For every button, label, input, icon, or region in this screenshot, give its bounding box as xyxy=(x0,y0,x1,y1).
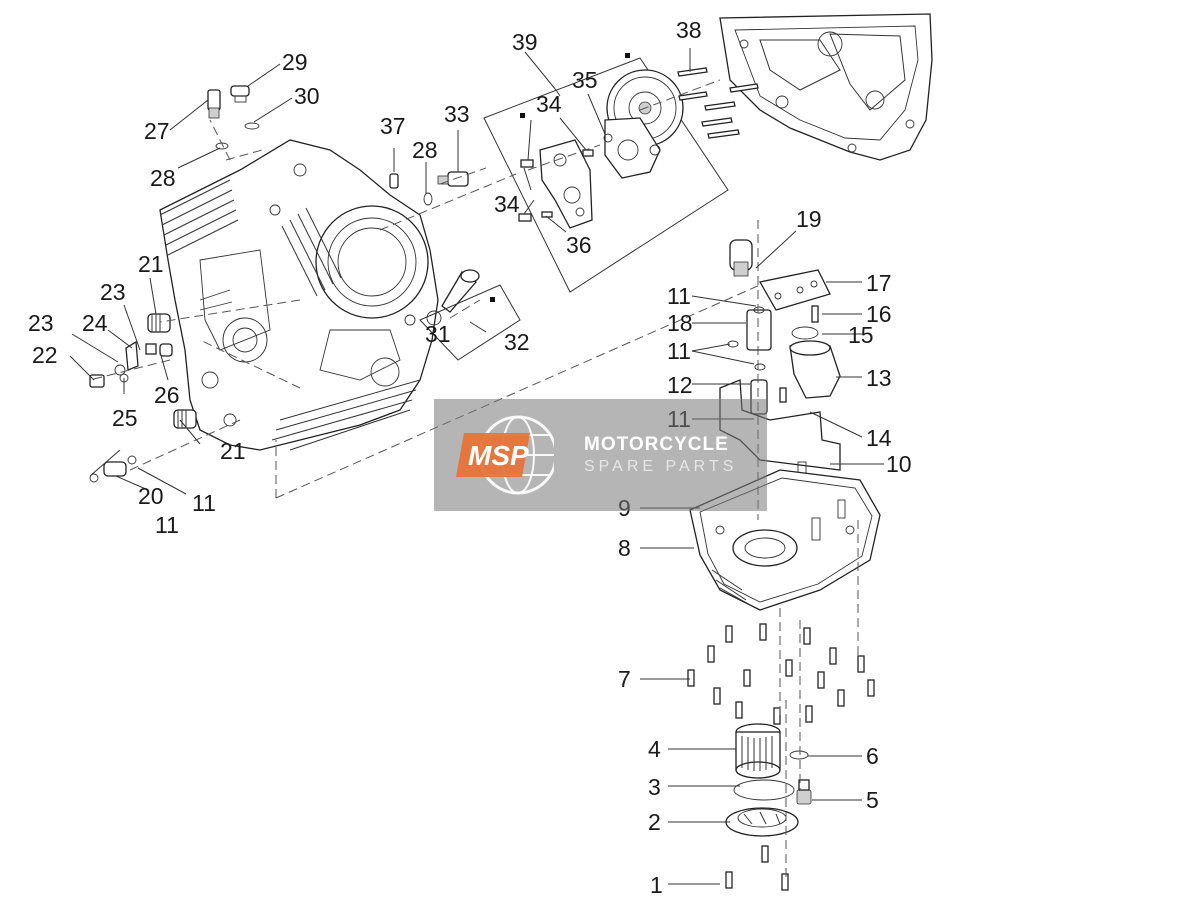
fitting-drawing xyxy=(147,313,171,333)
part-label-8: 8 xyxy=(618,535,631,561)
part-label-18: 18 xyxy=(667,310,693,336)
crankcase-drawing xyxy=(159,139,439,451)
part-label-39: 39 xyxy=(512,29,538,55)
part-label-13: 13 xyxy=(866,365,892,391)
part-label-11: 11 xyxy=(155,512,179,538)
drain-plug-drawing xyxy=(796,779,812,805)
logo-text: MSP xyxy=(468,440,529,471)
marker-square xyxy=(520,113,525,118)
part-label-23: 23 xyxy=(28,310,54,336)
oil-pump-cover-drawing xyxy=(539,139,593,229)
part-label-10: 10 xyxy=(886,451,912,477)
watermark-text: MOTORCYCLE SPARE PARTS xyxy=(584,434,737,476)
dipstick-drawing xyxy=(426,269,495,326)
screw-drawing xyxy=(779,387,787,403)
dowel-pin-drawing xyxy=(518,213,532,222)
clip-drawing xyxy=(603,133,613,143)
fitting-drawing xyxy=(173,409,197,429)
o-ring-drawing xyxy=(733,779,795,801)
oil-pump-group xyxy=(483,53,729,293)
part-label-21: 21 xyxy=(220,438,246,464)
hose-fitting-drawing xyxy=(89,340,173,388)
part-label-17: 17 xyxy=(866,270,892,296)
part-label-31: 31 xyxy=(425,321,451,347)
watermark-line2: SPARE PARTS xyxy=(584,457,738,475)
part-label-23: 23 xyxy=(100,279,126,305)
part-label-16: 16 xyxy=(866,301,892,327)
part-label-36: 36 xyxy=(566,232,592,258)
assembly-lines xyxy=(89,79,859,880)
part-label-27: 27 xyxy=(144,118,170,144)
part-label-11: 11 xyxy=(667,338,691,364)
watermark-banner: MSP MOTORCYCLE SPARE PARTS xyxy=(434,399,767,511)
bolt-drawing xyxy=(725,871,733,889)
part-label-28: 28 xyxy=(150,165,176,191)
part-label-11: 11 xyxy=(192,490,216,516)
part-label-2: 2 xyxy=(648,809,661,835)
part-label-26: 26 xyxy=(154,382,180,408)
part-label-11: 11 xyxy=(667,283,691,309)
part-label-1: 1 xyxy=(650,872,663,898)
part-label-24: 24 xyxy=(82,310,108,336)
part-label-7: 7 xyxy=(618,666,631,692)
marker-square xyxy=(625,53,630,58)
part-label-35: 35 xyxy=(572,67,598,93)
part-label-20: 20 xyxy=(138,483,164,509)
filter-cover-drawing xyxy=(725,807,799,837)
part-label-15: 15 xyxy=(848,322,874,348)
part-label-29: 29 xyxy=(282,49,308,75)
o-ring-drawing xyxy=(789,750,809,760)
part-label-28: 28 xyxy=(412,137,438,163)
globe-icon: MSP xyxy=(456,415,558,495)
sensor-drawing xyxy=(207,89,221,119)
screw-drawing xyxy=(811,305,819,323)
oil-pickup-drawing xyxy=(789,340,841,399)
bolts-7 xyxy=(687,623,875,725)
oil-pump-drawing xyxy=(604,117,661,179)
fitting-drawing xyxy=(89,455,137,483)
part-label-5: 5 xyxy=(866,787,879,813)
part-label-3: 3 xyxy=(648,774,661,800)
part-label-34: 34 xyxy=(494,191,520,217)
bracket-32 xyxy=(419,284,521,361)
o-ring-drawing xyxy=(791,326,819,340)
watermark-line1: MOTORCYCLE xyxy=(584,434,729,455)
part-label-14: 14 xyxy=(866,425,892,451)
washer-drawing xyxy=(423,192,433,206)
strainer-drawing xyxy=(729,239,753,277)
part-label-4: 4 xyxy=(648,736,661,762)
part-label-33: 33 xyxy=(444,101,470,127)
part-label-12: 12 xyxy=(667,372,693,398)
part-label-19: 19 xyxy=(796,206,822,232)
bolts-38 xyxy=(677,67,759,139)
part-label-38: 38 xyxy=(676,17,702,43)
part-label-21: 21 xyxy=(138,251,164,277)
oil-filter-drawing xyxy=(735,723,781,779)
part-label-6: 6 xyxy=(866,743,879,769)
washer-drawing xyxy=(244,122,260,130)
rear-crankcase-drawing xyxy=(719,13,933,161)
part-label-32: 32 xyxy=(504,329,530,355)
part-label-25: 25 xyxy=(112,405,138,431)
part-label-22: 22 xyxy=(32,342,58,368)
dowel-pin-drawing xyxy=(520,159,534,168)
bolt-drawing xyxy=(781,873,789,891)
bolt-drawing xyxy=(761,845,769,863)
cover-plate-drawing xyxy=(758,269,831,311)
plug-drawing xyxy=(389,173,399,189)
dowel-pin-drawing xyxy=(582,149,594,157)
part-label-30: 30 xyxy=(294,83,320,109)
msp-logo: MSP xyxy=(434,399,558,511)
pressure-sensor-drawing xyxy=(437,171,469,187)
part-label-37: 37 xyxy=(380,113,406,139)
plug-drawing xyxy=(230,85,250,103)
pipe-drawing xyxy=(746,309,772,351)
part-label-34: 34 xyxy=(536,91,562,117)
